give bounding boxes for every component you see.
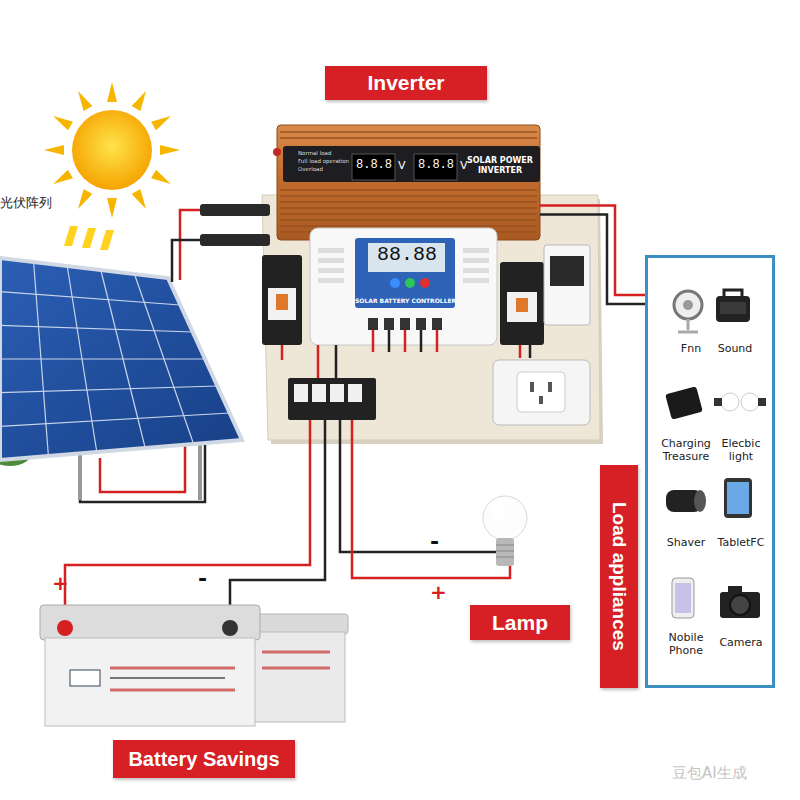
tag-label: Battery Savings: [113, 740, 295, 778]
node-text: Inverter: [367, 71, 444, 94]
unit-label: V: [460, 160, 468, 171]
node-text: Load appliances: [609, 502, 630, 651]
polarity-sign: -: [198, 568, 207, 590]
wire-negative: [540, 215, 645, 305]
device-text: Charging Treasure: [655, 438, 717, 463]
device-text: Shaver: [656, 536, 716, 549]
load-band: Load appliances: [600, 465, 638, 688]
wire-positive: [540, 206, 645, 296]
status-text: Normal load: [298, 151, 331, 157]
node-text: Lamp: [492, 611, 548, 634]
inverter-unit: SOLAR POWER INVERTER: [277, 125, 540, 240]
array-label: 光伏阵列: [0, 196, 52, 209]
device-text: SOLAR POWER INVERTER: [467, 156, 533, 176]
polarity-sign: -: [430, 531, 439, 553]
node-text: Battery Savings: [128, 748, 279, 770]
status-text: Overload: [298, 167, 323, 173]
device-text: SOLAR BATTERY CONTROLLER: [355, 297, 455, 304]
watermark: 豆包AI生成: [672, 766, 747, 781]
power-wire: [540, 206, 645, 305]
display-digits: 8.8.8: [415, 159, 457, 171]
polarity-sign: +: [430, 582, 447, 602]
load-panel: FnnSoundCharging TreasureElecbic lightSh…: [645, 255, 775, 688]
tag-label: Inverter: [325, 66, 487, 100]
display-digits: 8.8.8: [353, 159, 395, 171]
device-text: Sound: [705, 342, 765, 355]
device-text: Elecbic light: [713, 438, 769, 463]
unit-label: V: [398, 160, 406, 171]
display-digits: 88.88: [372, 245, 442, 265]
device-text: Fnn: [661, 342, 721, 355]
tag-label: Lamp: [470, 605, 570, 640]
polarity-sign: +: [52, 573, 69, 593]
status-text: Full load operation: [298, 159, 349, 165]
device-text: Nobile Phone: [658, 632, 714, 657]
device-text: TabletFC: [710, 536, 772, 549]
device-text: Camera: [713, 636, 769, 649]
